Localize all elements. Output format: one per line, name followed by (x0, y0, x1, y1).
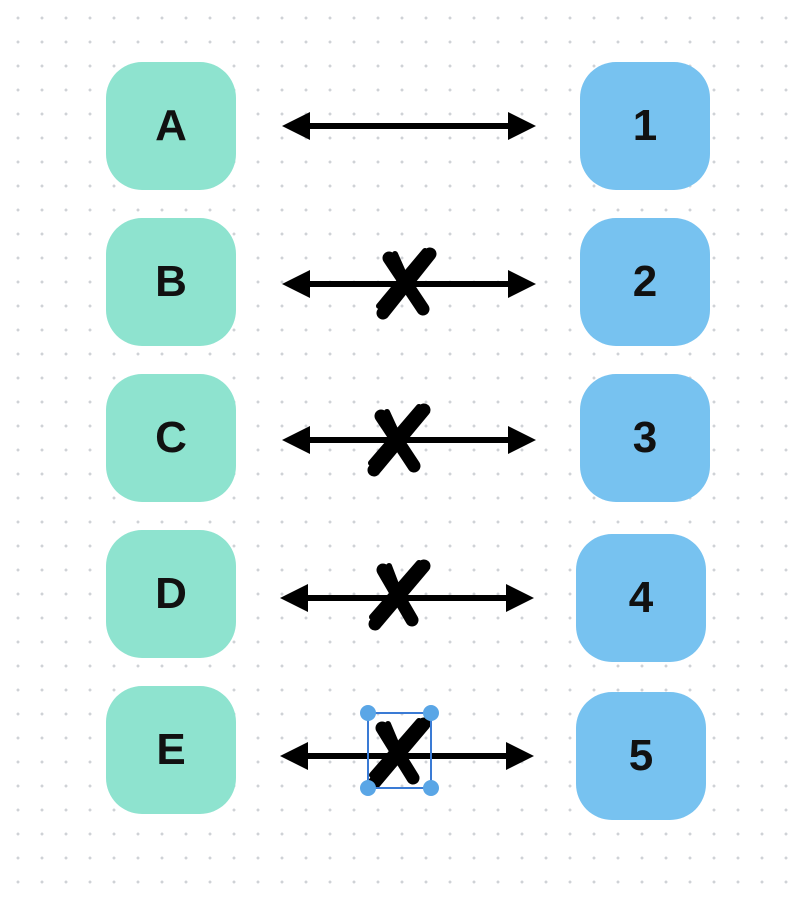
link-d-4[interactable] (280, 559, 534, 631)
node-label: D (155, 569, 187, 618)
cross-mark-icon[interactable] (376, 247, 437, 320)
selection-outline (367, 712, 432, 789)
cross-mark-icon[interactable] (367, 403, 431, 477)
node-label: 3 (632, 413, 658, 462)
node-label: 5 (628, 731, 654, 780)
node-label: 1 (632, 101, 658, 150)
arrowhead-right (506, 742, 534, 770)
node-label: E (156, 725, 186, 774)
arrowhead-left (280, 742, 308, 770)
link-b-2[interactable] (282, 247, 536, 320)
link-c-3[interactable] (282, 403, 536, 477)
left-node-d[interactable]: D (106, 530, 236, 658)
arrowhead-left (280, 584, 308, 612)
arrowhead-right (506, 584, 534, 612)
right-node-3[interactable]: 3 (580, 374, 710, 502)
left-node-c[interactable]: C (106, 374, 236, 502)
node-label: C (155, 413, 187, 462)
left-node-a[interactable]: A (106, 62, 236, 190)
arrowhead-right (508, 112, 536, 140)
resize-handle-top-right[interactable] (423, 705, 439, 721)
node-label: 4 (628, 573, 654, 622)
node-label: B (155, 257, 187, 306)
right-node-2[interactable]: 2 (580, 218, 710, 346)
node-label: A (155, 101, 187, 150)
arrowhead-right (508, 270, 536, 298)
selection-box[interactable] (360, 705, 439, 796)
left-node-e[interactable]: E (106, 686, 236, 814)
resize-handle-top-left[interactable] (360, 705, 376, 721)
cross-mark-icon[interactable] (368, 559, 431, 631)
left-node-b[interactable]: B (106, 218, 236, 346)
arrowhead-left (282, 112, 310, 140)
right-node-5[interactable]: 5 (576, 692, 706, 820)
link-a-1[interactable] (282, 112, 536, 140)
node-label: 2 (632, 257, 658, 306)
right-node-4[interactable]: 4 (576, 534, 706, 662)
resize-handle-bottom-left[interactable] (360, 780, 376, 796)
right-node-1[interactable]: 1 (580, 62, 710, 190)
arrowhead-left (282, 426, 310, 454)
arrowhead-left (282, 270, 310, 298)
cross-mark-icon[interactable] (368, 717, 431, 789)
link-e-5[interactable] (280, 717, 534, 789)
arrowhead-right (508, 426, 536, 454)
resize-handle-bottom-right[interactable] (423, 780, 439, 796)
